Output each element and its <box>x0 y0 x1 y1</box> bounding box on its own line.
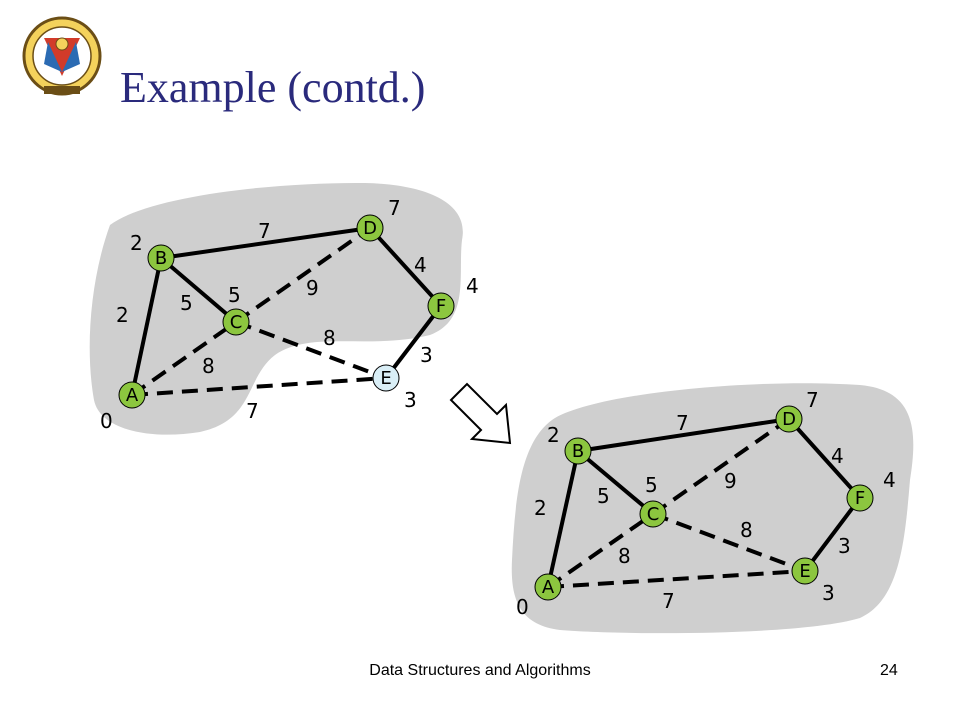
edge-c-d-after <box>651 417 791 516</box>
edge-a-c-before <box>130 320 238 397</box>
weight-bc-before: 5 <box>180 291 193 315</box>
edge-b-d-after <box>577 417 790 453</box>
cloud-region-before <box>89 182 463 435</box>
distance-c-before: 5 <box>228 283 241 307</box>
edge-a-b-after <box>546 450 580 588</box>
node-label: E <box>799 561 810 582</box>
edge-c-e-after <box>652 512 806 573</box>
edge-d-f-before <box>368 226 443 308</box>
weight-cd-before: 9 <box>306 276 319 300</box>
node-c-after: C <box>639 500 667 528</box>
edge-f-e-before <box>384 304 443 380</box>
weight-ab-after: 2 <box>534 496 547 520</box>
weight-ac-after: 8 <box>618 544 631 568</box>
node-label: B <box>155 248 167 269</box>
weight-fe-after: 3 <box>838 534 851 558</box>
distance-b-before: 2 <box>130 231 143 255</box>
edge-c-d-before <box>234 226 372 324</box>
edge-b-c-after <box>576 449 655 516</box>
transition-arrow-icon <box>449 382 512 445</box>
node-d-after: D <box>775 405 803 433</box>
distance-a-before: 0 <box>100 409 113 433</box>
edge-a-c-after <box>546 512 655 589</box>
institute-crest-icon <box>22 16 102 96</box>
node-f-before: F <box>427 292 455 320</box>
edge-d-f-after <box>787 417 862 500</box>
distance-f-after: 4 <box>883 468 896 492</box>
weight-bc-after: 5 <box>597 484 610 508</box>
edge-b-c-before <box>159 256 238 324</box>
page-number: 24 <box>880 662 898 679</box>
edge-f-e-after <box>803 496 862 573</box>
distance-c-after: 5 <box>645 473 658 497</box>
weight-df-after: 4 <box>831 444 844 468</box>
node-a-before: A <box>118 381 146 409</box>
node-label: B <box>572 441 584 462</box>
node-b-after: B <box>564 437 592 465</box>
node-label: D <box>363 218 377 239</box>
weight-ce-after: 8 <box>740 518 753 542</box>
edge-c-e-before <box>235 320 387 380</box>
weight-bd-before: 7 <box>258 219 271 243</box>
weight-ae-after: 7 <box>662 589 675 613</box>
weight-df-before: 4 <box>414 253 427 277</box>
edge-a-e-before <box>131 376 387 397</box>
node-label: F <box>855 488 865 509</box>
weight-ce-before: 8 <box>323 326 336 350</box>
weight-cd-after: 9 <box>724 469 737 493</box>
node-f-after: F <box>846 484 874 512</box>
edge-a-e-after <box>547 569 806 589</box>
node-b-before: B <box>147 244 175 272</box>
node-e-after: E <box>791 557 819 585</box>
edge-b-d-before <box>160 226 371 260</box>
node-label: C <box>647 504 660 525</box>
node-label: C <box>230 312 243 333</box>
distance-d-after: 7 <box>806 388 819 412</box>
node-label: A <box>542 577 555 598</box>
distance-a-after: 0 <box>516 595 529 619</box>
edge-a-b-before <box>130 257 163 396</box>
node-e-before: E <box>372 364 400 392</box>
weight-ab-before: 2 <box>116 303 129 327</box>
graph-after: 2 7 5 9 8 8 7 4 3 0 2 5 7 3 4 A B C D <box>511 383 914 634</box>
weight-bd-after: 7 <box>676 411 689 435</box>
distance-d-before: 7 <box>388 196 401 220</box>
node-d-before: D <box>356 214 384 242</box>
node-label: E <box>380 368 391 389</box>
distance-e-after: 3 <box>822 581 835 605</box>
node-c-before: C <box>222 308 250 336</box>
distance-e-before: 3 <box>404 388 417 412</box>
node-label: D <box>782 409 796 430</box>
slide-title: Example (contd.) <box>120 63 426 112</box>
weight-ae-before: 7 <box>246 399 259 423</box>
node-a-after: A <box>534 573 562 601</box>
distance-f-before: 4 <box>466 274 479 298</box>
node-label: F <box>436 296 446 317</box>
weight-fe-before: 3 <box>420 343 433 367</box>
distance-b-after: 2 <box>547 423 560 447</box>
graph-before: 2 7 5 9 8 8 7 4 3 0 2 5 7 3 4 A B C D <box>89 182 479 435</box>
weight-ac-before: 8 <box>202 354 215 378</box>
footer-course-title: Data Structures and Algorithms <box>369 662 591 679</box>
node-label: A <box>126 385 139 406</box>
